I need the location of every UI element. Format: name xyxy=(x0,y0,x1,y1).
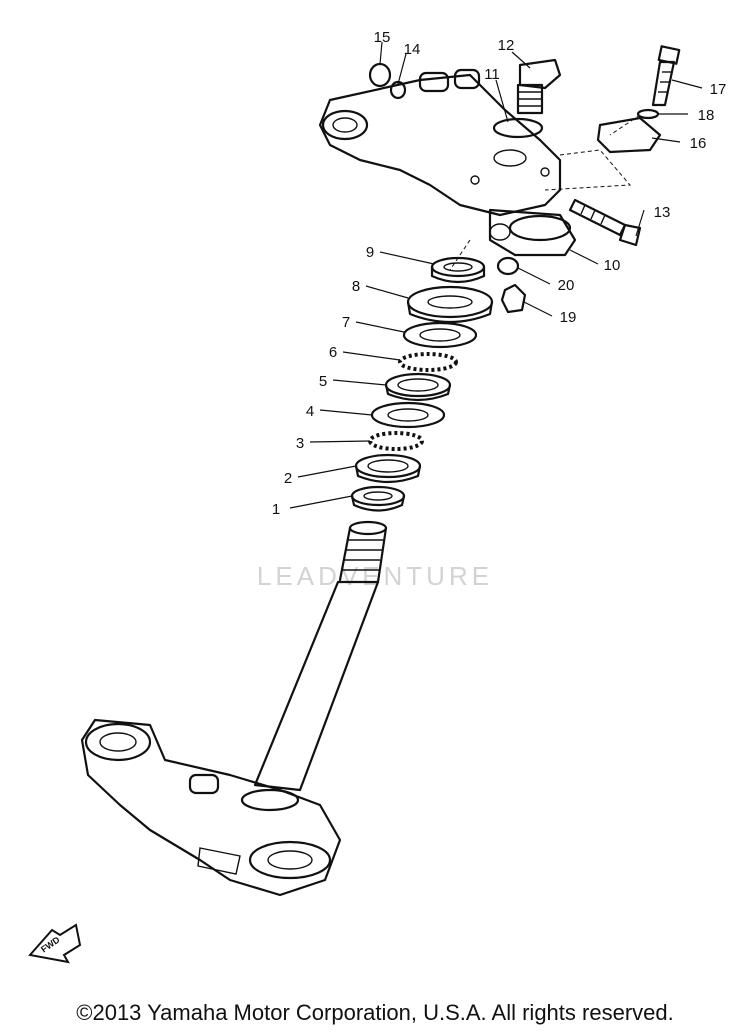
part-12-cap-bolt xyxy=(516,58,562,115)
callout-1: 1 xyxy=(272,501,280,518)
part-18-washer xyxy=(636,108,660,120)
part-3-ball-bearings xyxy=(368,431,424,451)
callout-17: 17 xyxy=(710,81,727,98)
part-2-race xyxy=(354,453,422,484)
fwd-arrow-icon: FWD xyxy=(28,923,82,964)
callout-16: 16 xyxy=(690,135,707,152)
callout-18: 18 xyxy=(698,107,715,124)
part-1-seal xyxy=(350,485,406,512)
part-9-ring-nut xyxy=(430,256,486,284)
part-11-washer xyxy=(492,117,544,139)
part-19-ball xyxy=(500,283,527,314)
part-7-race xyxy=(402,321,478,349)
callout-5: 5 xyxy=(319,373,327,390)
callout-19: 19 xyxy=(560,309,577,326)
callout-11: 11 xyxy=(484,66,500,83)
callout-7: 7 xyxy=(342,314,350,331)
callout-9: 9 xyxy=(366,244,374,261)
part-16-clamp xyxy=(596,116,662,154)
callout-6: 6 xyxy=(329,344,337,361)
callout-2: 2 xyxy=(284,470,292,487)
callout-4: 4 xyxy=(306,403,314,420)
part-13-bolt xyxy=(568,198,642,247)
part-20-nut xyxy=(496,256,520,276)
callout-13: 13 xyxy=(654,204,671,221)
part-8-cover xyxy=(406,285,494,324)
leader-lines xyxy=(289,41,703,509)
callout-15: 15 xyxy=(374,29,391,46)
lower-bracket xyxy=(80,718,342,897)
part-5-race xyxy=(384,372,452,402)
part-17-bolt xyxy=(651,45,681,107)
copyright-text: ©2013 Yamaha Motor Corporation, U.S.A. A… xyxy=(76,1000,674,1025)
callout-10: 10 xyxy=(604,257,621,274)
part-6-ball-bearings xyxy=(398,352,458,372)
steering-stem xyxy=(253,520,388,792)
part-4-race xyxy=(370,401,446,429)
callout-8: 8 xyxy=(352,278,360,295)
callout-20: 20 xyxy=(558,277,575,294)
callout-14: 14 xyxy=(404,41,421,58)
watermark-text: LEADVENTURE xyxy=(257,561,493,591)
part-15-nut xyxy=(368,62,392,88)
upper-bracket xyxy=(318,68,577,257)
callout-3: 3 xyxy=(296,435,304,452)
callout-12: 12 xyxy=(498,37,515,54)
